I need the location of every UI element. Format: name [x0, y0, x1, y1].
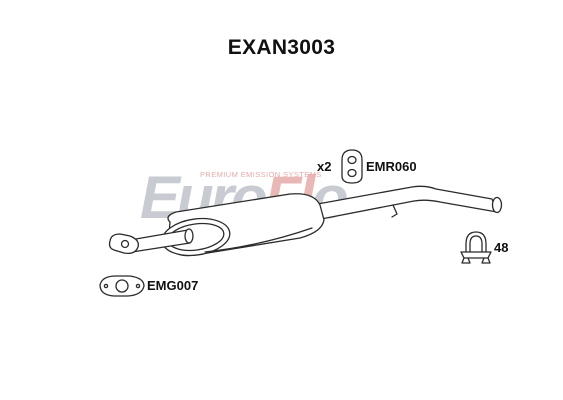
- rubber-mount-hole-top: [347, 155, 357, 165]
- rubber-mount-hole-bottom: [347, 168, 357, 178]
- clamp-nut-right: [481, 257, 491, 264]
- gasket-code: EMG007: [147, 278, 199, 293]
- tailpipe: [311, 185, 498, 221]
- tailpipe-hanger: [391, 204, 398, 218]
- clamp-code: 48: [494, 240, 509, 255]
- logo-tagline: PREMIUM EMISSION SYSTEMS: [200, 170, 322, 179]
- tailpipe-end: [491, 196, 503, 214]
- silencer-seam: [204, 227, 313, 253]
- rubber-mount-icon: [341, 149, 363, 184]
- inlet-flange-hole: [120, 239, 130, 249]
- part-number-title: EXAN3003: [227, 36, 336, 59]
- rubber-mount-quantity: x2: [317, 159, 332, 174]
- rubber-mount-code: EMR060: [366, 159, 417, 174]
- gasket-hole: [115, 279, 129, 293]
- gasket-bolt-hole-left: [103, 283, 109, 289]
- inlet-pipe-end: [184, 228, 194, 244]
- gasket-icon: [99, 275, 145, 297]
- inlet-flange: [108, 233, 139, 255]
- clamp-inner: [469, 235, 483, 253]
- clamp-nut-left: [461, 257, 471, 264]
- gasket-bolt-hole-right: [135, 283, 141, 289]
- clamp-icon: [465, 231, 487, 255]
- clamp-saddle: [460, 251, 492, 259]
